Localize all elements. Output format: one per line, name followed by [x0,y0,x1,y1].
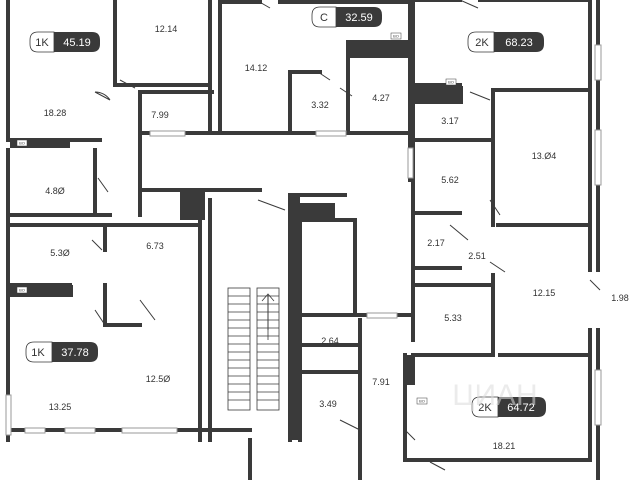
room-area: 2.17 [427,238,445,248]
room-area: 12.15 [533,288,556,298]
room-area: 5.62 [441,175,459,185]
unit-type-label: 2K [478,402,492,414]
room-area: 12.5Ø [146,374,171,384]
unit-tag-1k-top[interactable]: 1K 45.19 [29,31,100,53]
unit-tag-studio[interactable]: C 32.59 [311,6,382,28]
unit-type-label: C [320,12,328,24]
windows [5,44,602,436]
unit-type-label: 1K [31,347,45,359]
unit-tag-1k-bottom[interactable]: 1K 37.78 [25,341,98,363]
room-area: 1.98 [611,293,629,303]
room-area: 7.99 [151,110,169,120]
vent-marks: ВО ВО ВО ВО ВО [16,32,457,405]
unit-type-label: 2K [475,37,489,49]
room-area: 7.91 [372,377,390,387]
room-area: 12.14 [155,24,178,34]
vent-label: ВО [419,399,425,404]
room-area: 18.21 [493,441,516,451]
unit-area-label: 45.19 [63,37,91,49]
room-area: 3.49 [319,399,337,409]
unit-area-label: 32.59 [345,12,373,24]
room-area: 13.Ø4 [532,151,557,161]
unit-tag-2k-top[interactable]: 2K 68.23 [467,31,544,53]
room-area: 2.51 [468,251,486,261]
room-area: 4.8Ø [45,186,65,196]
vent-label: ВО [393,34,399,39]
unit-area-label: 37.78 [61,347,89,359]
room-area: 13.25 [49,402,72,412]
room-area: 6.73 [146,241,164,251]
room-area: 18.28 [44,108,67,118]
vent-label: ВО [19,141,25,146]
wall-blocks [8,40,463,440]
unit-area-label: 64.72 [507,402,535,414]
unit-area-label: 68.23 [505,37,533,49]
vent-label: ВО [448,80,454,85]
room-labels: 18.28 12.14 7.99 14.12 3.32 4.27 4.8Ø 3.… [44,24,629,451]
staircase [227,287,280,411]
room-area: 3.32 [311,100,329,110]
doors [91,0,601,471]
room-area: 5.3Ø [50,248,70,258]
room-area: 14.12 [245,63,268,73]
unit-tag-2k-bottom[interactable]: 2K 64.72 [471,396,546,418]
room-area: 2.64 [321,336,339,346]
watermark-logo: ЦИАН [452,379,537,412]
room-area: 4.27 [372,93,390,103]
unit-type-label: 1K [35,37,49,49]
room-area: 5.33 [444,313,462,323]
vent-label: ВО [19,288,25,293]
room-area: 3.17 [441,116,459,126]
